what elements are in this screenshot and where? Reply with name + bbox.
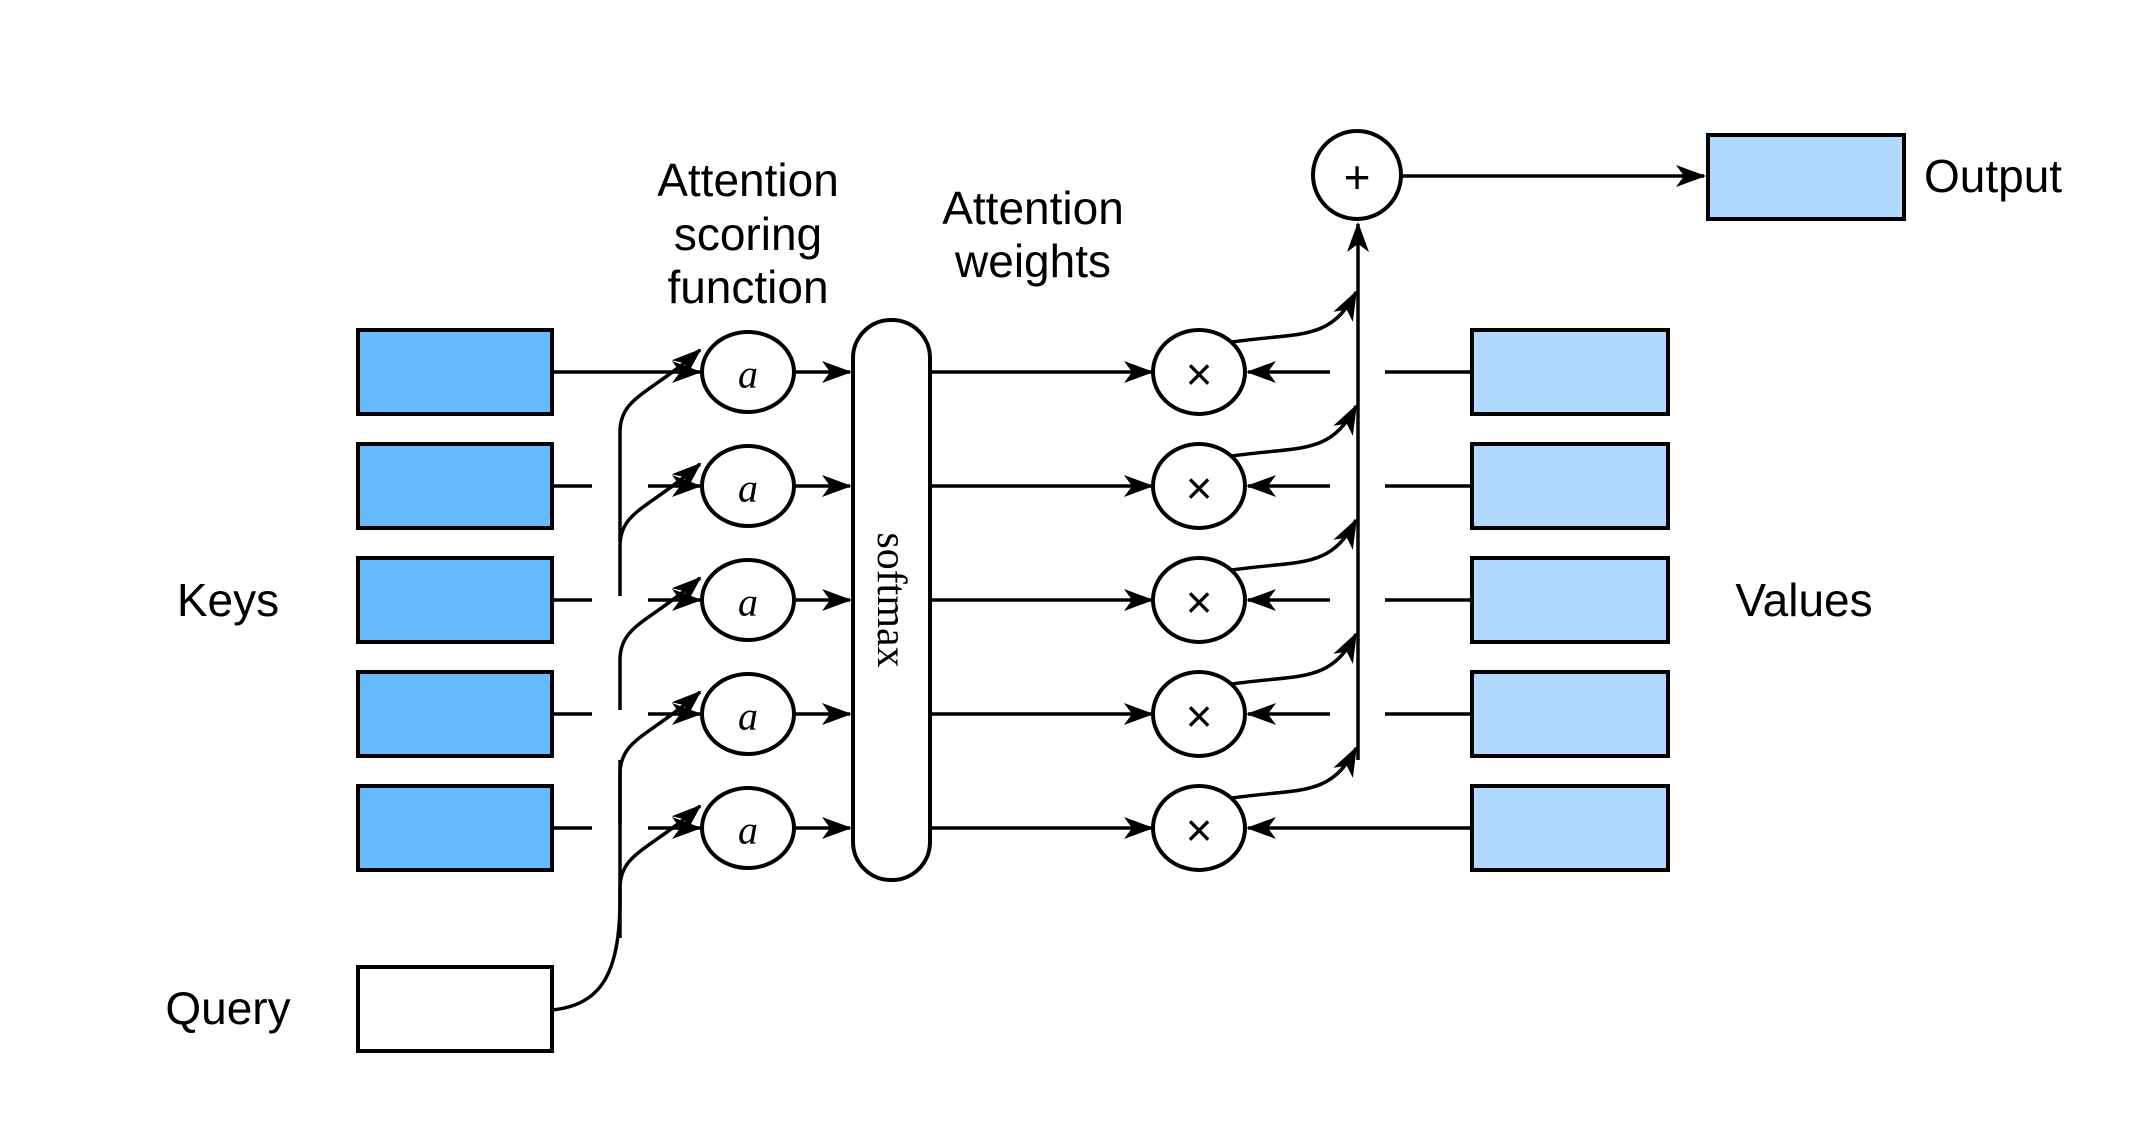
multiply-icon-2: × [1186, 462, 1213, 514]
scoring-function-label-line3: function [667, 261, 828, 313]
multiply-icon-1: × [1186, 348, 1213, 400]
multiply-icon-5: × [1186, 804, 1213, 856]
product-to-sum-arrow-5 [1231, 746, 1358, 800]
query-box [356, 965, 554, 1053]
value-box-1 [1470, 328, 1670, 416]
query-label: Query [165, 982, 290, 1034]
values-label: Values [1735, 574, 1872, 626]
multiply-node-3 [1151, 556, 1247, 644]
value-box-4 [1470, 670, 1670, 758]
query-branch-arrow-1 [618, 348, 702, 482]
product-to-sum-arrow-2 [1231, 404, 1358, 458]
attention-weights-label-line1: Attention [942, 182, 1124, 234]
scoring-function-label-line1: Attention [657, 154, 839, 206]
product-to-sum-arrow-1 [1231, 290, 1358, 344]
softmax-label: softmax [868, 532, 914, 667]
key-box-1 [356, 328, 554, 416]
output-label: Output [1924, 150, 2062, 202]
multiply-node-2 [1151, 442, 1247, 530]
score-symbol-2: a [738, 466, 758, 511]
keys-label: Keys [177, 574, 279, 626]
score-symbol-5: a [738, 808, 758, 853]
multiply-node-4 [1151, 670, 1247, 758]
scoring-function-label-line2: scoring [674, 208, 822, 260]
plus-icon: + [1344, 151, 1371, 203]
query-branch-arrow-2 [618, 462, 702, 596]
multiply-node-5 [1151, 784, 1247, 872]
output-box [1706, 133, 1906, 221]
query-branch-arrow-5 [618, 804, 702, 938]
key-box-5 [356, 784, 554, 872]
query-branch-arrow-4 [618, 690, 702, 824]
value-box-3 [1470, 556, 1670, 644]
key-box-4 [356, 670, 554, 758]
attention-weights-label-line2: weights [954, 235, 1111, 287]
score-symbol-4: a [738, 694, 758, 739]
query-branch-arrow-3 [618, 576, 702, 710]
key-box-3 [356, 556, 554, 644]
value-box-5 [1470, 784, 1670, 872]
product-to-sum-arrow-3 [1231, 518, 1358, 572]
multiply-icon-3: × [1186, 576, 1213, 628]
multiply-node-1 [1151, 328, 1247, 416]
product-to-sum-arrow-4 [1231, 632, 1358, 686]
value-box-2 [1470, 442, 1670, 530]
score-symbol-1: a [738, 352, 758, 397]
score-symbol-3: a [738, 580, 758, 625]
key-box-2 [356, 442, 554, 530]
multiply-icon-4: × [1186, 690, 1213, 742]
query-connector [551, 760, 622, 1012]
